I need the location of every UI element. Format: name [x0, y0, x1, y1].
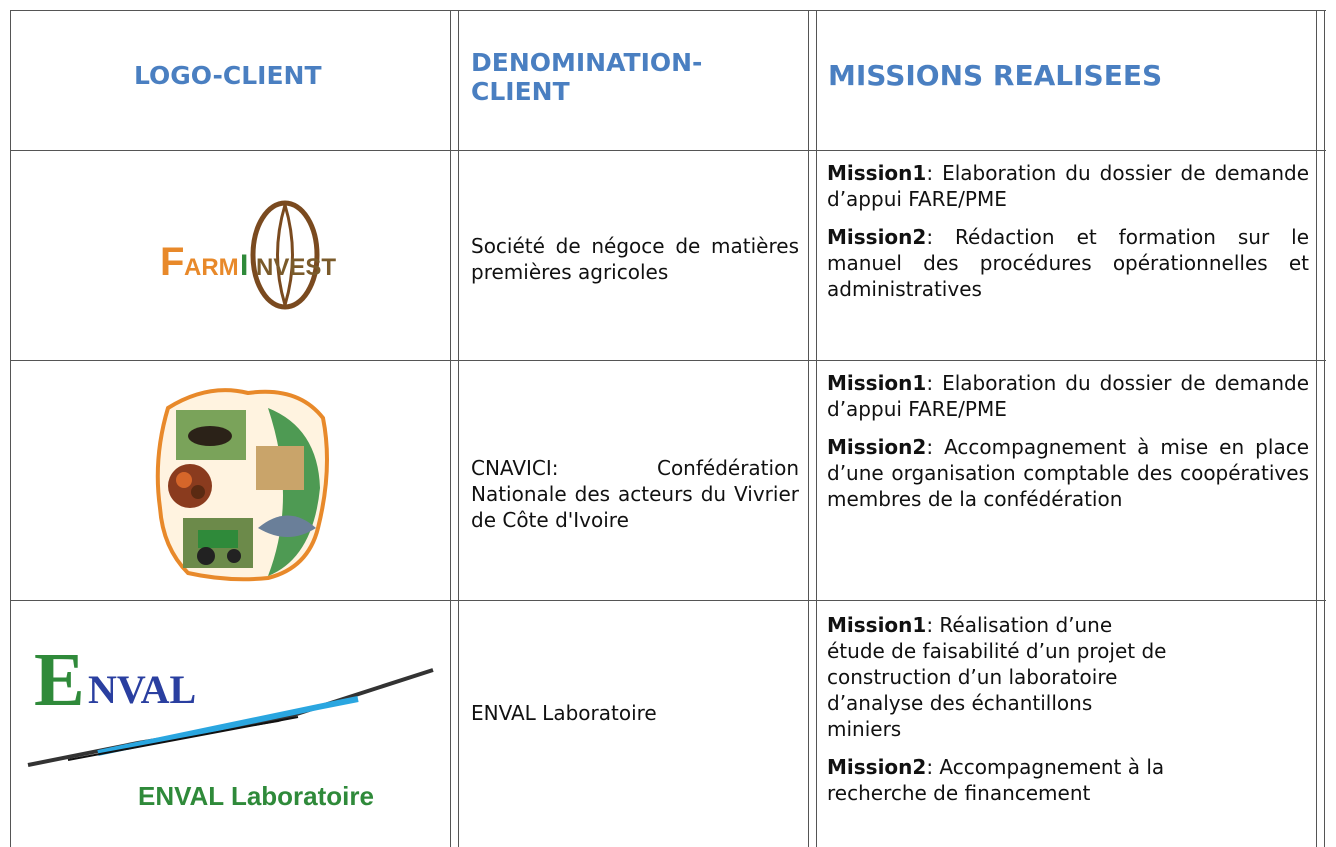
farmer-photo-icon — [256, 446, 304, 490]
table-top-border — [10, 10, 1326, 11]
farminvest-nvest: NVEST — [256, 254, 336, 281]
col-divider-2a — [808, 10, 809, 847]
mission-item: Mission2: Accompagnement à la recherche … — [827, 755, 1165, 805]
mission-item: Mission1: Elaboration du dossier de dema… — [827, 371, 1309, 421]
row-divider-2 — [10, 360, 1326, 361]
cocoa-bean-icon — [250, 200, 320, 310]
farminvest-letter-f: F — [160, 240, 184, 284]
farminvest-arm: ARM — [184, 254, 239, 281]
table-right-border-b — [1324, 10, 1325, 847]
header-logo-client: LOGO-CLIENT — [134, 61, 322, 90]
header-denomination-client: DENOMINATION-CLIENT — [471, 48, 703, 106]
enval-subtitle: ENVAL Laboratoire — [138, 781, 374, 811]
mission-item: Mission1: Elaboration du dossier de dema… — [827, 161, 1309, 211]
missions-row-1: Mission1: Elaboration du dossier de dema… — [827, 160, 1309, 314]
col-divider-1b — [458, 10, 459, 847]
lightning-icon — [97, 696, 359, 756]
header-missions-realisees: MISSIONS REALISEES — [828, 59, 1163, 92]
missions-row-3: Mission1: Réalisation d’une étude de fai… — [827, 612, 1167, 818]
denomination-row-2: CNAVICI: Confédération Nationale des act… — [471, 456, 799, 532]
farminvest-letter-i: I — [240, 249, 248, 282]
mission-item: Mission2: Accompagnement à mise en place… — [827, 435, 1309, 511]
row-divider-3 — [10, 600, 1326, 601]
fish-icon — [258, 515, 316, 537]
mission-item: Mission1: Réalisation d’une étude de fai… — [827, 613, 1167, 741]
row-divider-1 — [10, 150, 1326, 151]
table-left-border — [10, 10, 11, 847]
mission-item: Mission2: Rédaction et formation sur le … — [827, 225, 1309, 301]
col-divider-2b — [816, 10, 817, 847]
cnavici-logo — [148, 378, 338, 583]
farminvest-logo: F ARM I NVEST — [160, 200, 350, 310]
table-right-border-a — [1316, 10, 1317, 847]
col-divider-1a — [450, 10, 451, 847]
produce-photo-icon — [168, 464, 212, 508]
denomination-row-3: ENVAL Laboratoire — [471, 701, 657, 725]
denomination-row-1: Société de négoce de matières premières … — [471, 234, 799, 284]
enval-big-letter: E — [34, 638, 85, 722]
enval-letters: NVAL — [88, 667, 196, 712]
enval-logo: E NVAL ENVAL Laboratoire — [18, 625, 443, 825]
missions-row-2: Mission1: Elaboration du dossier de dema… — [827, 370, 1309, 524]
